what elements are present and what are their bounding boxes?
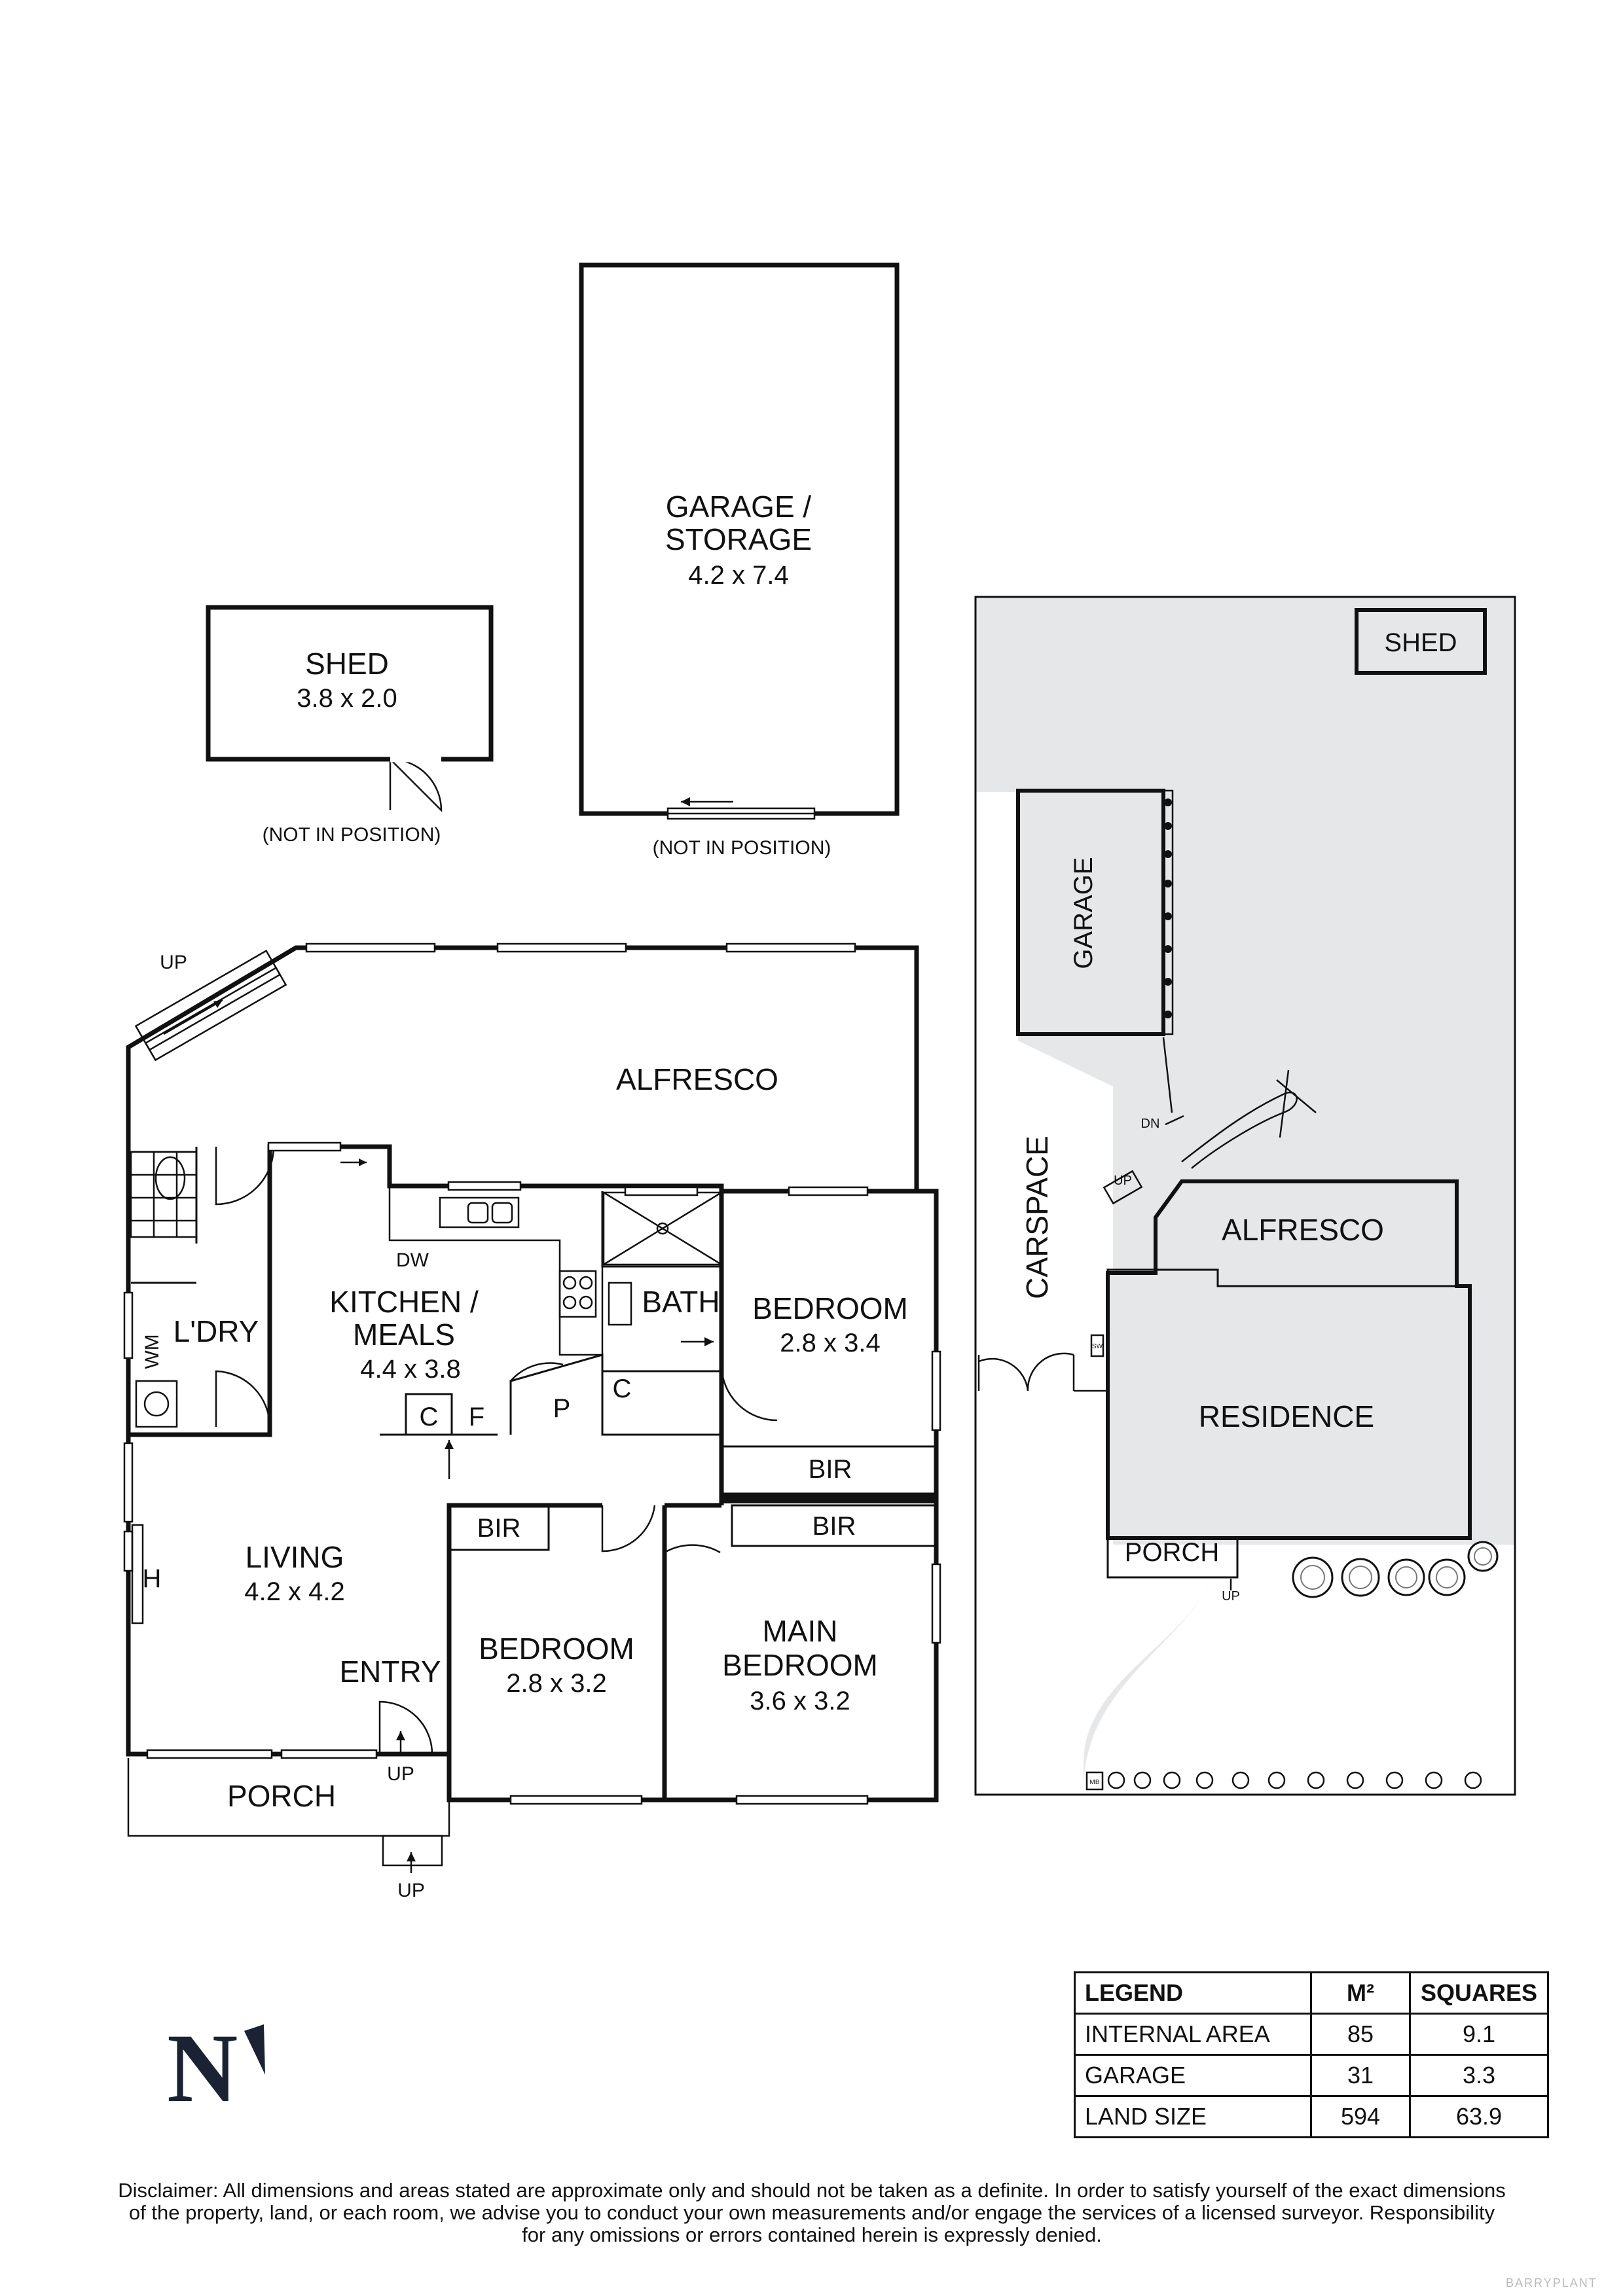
main-house: UP ALFRESCO H L'DRY WM DW (123, 942, 941, 1901)
disclaimer-text: Disclaimer: All dimensions and areas sta… (65, 2179, 1558, 2246)
site-mailbox-label: MB (1090, 1779, 1100, 1786)
legend-row-squares: 63.9 (1409, 2095, 1549, 2138)
shed-note: (NOT IN POSITION) (263, 824, 441, 846)
garage-storage-label-1: GARAGE / (666, 490, 812, 524)
front-hedge (1107, 1771, 1482, 1789)
bedroom-b-dims: 2.8 x 3.2 (506, 1669, 606, 1698)
bath-label: BATH (642, 1285, 720, 1319)
shed-dims: 3.8 x 2.0 (297, 684, 397, 713)
site-carspace-label: CARSPACE (1020, 1136, 1054, 1299)
site-sw-label: SW (1092, 1343, 1103, 1350)
living-dims: 4.2 x 4.2 (244, 1577, 344, 1606)
site-alfresco-label: ALFRESCO (1222, 1213, 1384, 1247)
porch-up-label: UP (397, 1880, 425, 1901)
north-letter: N (167, 2014, 238, 2123)
alfresco-label: ALFRESCO (616, 1062, 778, 1096)
site-plan: SHED GARAGE DN UP ALFRESCO RESIDENCE CAR… (974, 596, 1516, 1796)
legend-header-squares: SQUARES (1409, 1971, 1549, 2015)
kitchen-label-2: MEALS (353, 1318, 455, 1352)
cupboard-c2-label: C (613, 1374, 632, 1403)
disclaimer-line-1: Disclaimer: All dimensions and areas sta… (118, 2179, 1506, 2202)
living-label: LIVING (246, 1540, 344, 1574)
main-bedroom-label-2: BEDROOM (722, 1648, 878, 1682)
site-dn-label: DN (1141, 1117, 1160, 1131)
site-porch-label: PORCH (1125, 1538, 1219, 1567)
bedroom-b-label: BEDROOM (479, 1632, 634, 1666)
kitchen-dims: 4.4 x 3.8 (360, 1355, 460, 1384)
table-row: INTERNAL AREA 85 9.1 (1074, 2013, 1549, 2056)
hearth-label: H (143, 1564, 162, 1593)
legend-row-label: GARAGE (1074, 2054, 1312, 2097)
area-legend-table: LEGEND M² SQUARES INTERNAL AREA 85 9.1 G… (1074, 1971, 1549, 2138)
legend-row-m2: 85 (1310, 2013, 1411, 2056)
fridge-label: F (469, 1403, 484, 1431)
bir-c-label: BIR (812, 1512, 856, 1541)
shed-outbuilding: SHED 3.8 x 2.0 (NOT IN POSITION) (206, 605, 494, 846)
brand-watermark: BARRYPLANT (1506, 2276, 1597, 2289)
legend-header-row: LEGEND M² SQUARES (1074, 1971, 1549, 2015)
porch-label: PORCH (227, 1779, 336, 1813)
site-residence-label: RESIDENCE (1199, 1399, 1374, 1433)
north-arrow: N (167, 2013, 285, 2124)
alfresco-up-label: UP (160, 952, 187, 973)
kitchen-label-1: KITCHEN / (329, 1285, 479, 1319)
entry-label: ENTRY (339, 1655, 441, 1689)
bedroom-a-dims: 2.8 x 3.4 (780, 1329, 880, 1357)
legend-row-squares: 9.1 (1409, 2013, 1549, 2056)
alfresco-steps (134, 949, 287, 1062)
main-bedroom-label-1: MAIN (763, 1614, 838, 1648)
table-row: GARAGE 31 3.3 (1074, 2054, 1549, 2097)
site-shed-label: SHED (1384, 628, 1457, 657)
legend-row-m2: 594 (1310, 2095, 1411, 2138)
legend-row-squares: 3.3 (1409, 2054, 1549, 2097)
pantry-label: P (553, 1394, 571, 1423)
legend-row-m2: 31 (1310, 2054, 1411, 2097)
garage-door-posts (1162, 789, 1174, 1035)
garage-storage-dims: 4.2 x 7.4 (688, 561, 788, 590)
shrubs (1292, 1541, 1499, 1598)
washing-machine-label: WM (141, 1334, 163, 1369)
disclaimer-line-3: for any omissions or errors contained he… (522, 2223, 1102, 2246)
laundry-label: L'DRY (173, 1314, 259, 1348)
garage-storage-label-2: STORAGE (665, 522, 812, 556)
legend-row-label: INTERNAL AREA (1074, 2013, 1312, 2056)
bedroom-a-label: BEDROOM (752, 1291, 908, 1325)
garage-storage-outbuilding: GARAGE / STORAGE 4.2 x 7.4 (NOT IN POSIT… (579, 262, 900, 859)
entry-up-label: UP (387, 1763, 414, 1785)
site-garage-label: GARAGE (1069, 857, 1098, 969)
table-row: LAND SIZE 594 63.9 (1074, 2095, 1549, 2138)
site-porch-up-label: UP (1222, 1589, 1240, 1604)
garage-storage-note: (NOT IN POSITION) (653, 837, 831, 859)
shed-label: SHED (305, 647, 389, 681)
legend-header-label: LEGEND (1074, 1971, 1312, 2015)
main-bedroom-dims: 3.6 x 3.2 (750, 1687, 850, 1715)
site-alfresco-up-label: UP (1114, 1174, 1132, 1188)
cupboard-c-label: C (420, 1403, 439, 1431)
legend-header-m2: M² (1310, 1971, 1411, 2015)
disclaimer-line-2: of the property, land, or each room, we … (128, 2201, 1495, 2224)
north-pointer-icon (244, 2024, 265, 2075)
legend-row-label: LAND SIZE (1074, 2095, 1312, 2138)
bir-a-label: BIR (809, 1455, 852, 1484)
dishwasher-label: DW (396, 1249, 429, 1271)
bir-b-label: BIR (477, 1514, 521, 1543)
